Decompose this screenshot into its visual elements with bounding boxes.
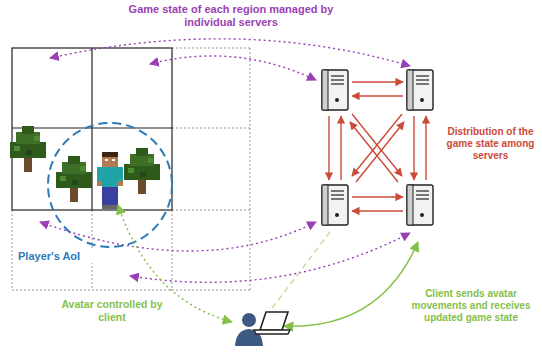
avatar (97, 152, 123, 209)
server-icon (322, 185, 348, 225)
annotation-label: Distribution of the game state among ser… (442, 126, 539, 162)
server-icon (407, 70, 433, 110)
server-icon (407, 185, 433, 225)
distribution-arrows (329, 82, 426, 211)
region-grid (12, 48, 250, 290)
region-server-arrows (40, 39, 410, 283)
tree (10, 126, 46, 172)
tree (124, 148, 160, 194)
annotation-label: Client sends avatar movements and receiv… (403, 288, 539, 324)
aoi-label: Player's AoI (16, 250, 96, 263)
aoi-circle (48, 123, 172, 247)
server-icon (322, 70, 348, 110)
tree (56, 156, 92, 202)
client-icon (235, 312, 290, 346)
annotation-title: Game state of each region managed by ind… (118, 3, 344, 29)
annotation-label: Avatar controlled by client (52, 298, 172, 323)
